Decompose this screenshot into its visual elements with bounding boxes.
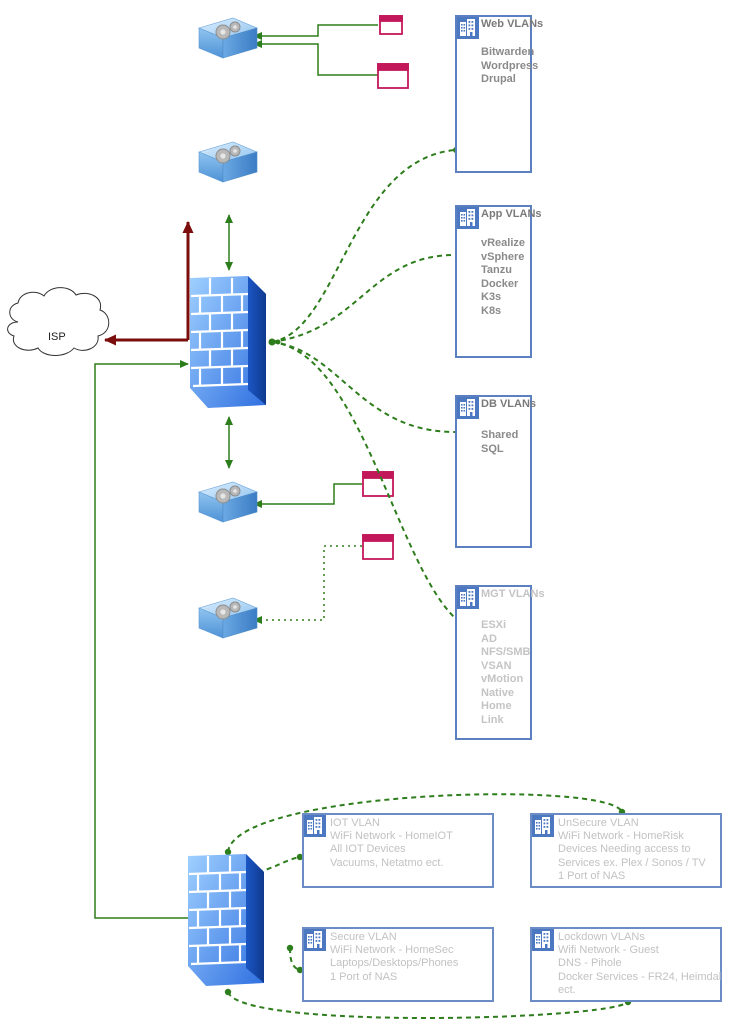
vlan-item: ESXi [481, 619, 507, 631]
vlan-line: 1 Port of NAS [330, 970, 398, 983]
web-vlans-title: Web VLANs [481, 18, 544, 30]
vlan-item: Docker [481, 277, 519, 290]
isp-uplink [104, 221, 194, 346]
isp-label: ISP [48, 331, 66, 343]
db-vlans-title: DB VLANs [481, 398, 537, 410]
vlan-line: WiFi Network - HomeSec [330, 944, 454, 957]
vlan-item: Tanzu [481, 264, 512, 276]
mgt-vlans-list: ESXi AD NFS/SMB VSAN vMotion Native Home… [481, 619, 531, 727]
building-icon [532, 815, 554, 837]
app-window-icon [362, 534, 394, 560]
vlan-item: Wordpress [481, 59, 539, 72]
inter-firewall-link [94, 360, 189, 919]
building-icon [532, 929, 554, 951]
db-vlans-box: DB VLANs Shared SQL [455, 395, 536, 548]
vlan-item: vMotion [481, 673, 524, 685]
vlan-item: vSphere [481, 250, 525, 263]
link-endpoints [268, 147, 459, 346]
building-icon [457, 587, 479, 609]
vlan-line: IOT VLAN [330, 817, 380, 829]
vlan-item: Native [481, 686, 515, 699]
app-window-icon [377, 63, 409, 89]
vlan-line: ect. [558, 983, 576, 996]
vlan-item: VSAN [481, 659, 512, 672]
web-vlans-box: Web VLANs Bitwarden Wordpress Drupal [455, 15, 543, 173]
app-vlans-list: vRealize vSphere Tanzu Docker K3s K8s [481, 237, 525, 318]
vlan-item: vRealize [481, 237, 526, 249]
core-firewall-icon [190, 276, 266, 408]
vlan-line: WiFi Network - HomeRisk [558, 830, 684, 843]
vlan-line: Docker Services - FR24, Heimdal [558, 970, 722, 983]
vlan-item: Shared SQL [481, 429, 519, 455]
vlan-line: Services ex. Plex / Sonos / TV [558, 856, 706, 869]
vlan-item: K8s [481, 304, 502, 317]
lower-firewall-icon [188, 854, 264, 986]
building-icon [457, 207, 479, 229]
mgt-vlans-title: MGT VLANs [481, 588, 545, 600]
vlan-item: Drupal [481, 73, 516, 85]
switch-icon [198, 481, 258, 523]
app-window-icon [379, 15, 403, 35]
vlan-item: Home Link [481, 700, 512, 726]
switch-icon [198, 141, 258, 183]
window-icons [362, 15, 409, 560]
vlan-trunk-links [271, 149, 456, 619]
app-links [253, 24, 378, 624]
vlan-line: UnSecure VLAN [558, 817, 639, 829]
vlan-item: AD [481, 632, 497, 645]
switch-icon [198, 597, 258, 639]
switch-icon [198, 17, 258, 59]
vlan-line: DNS - Pihole [558, 957, 622, 970]
vlan-line: Laptops/Desktops/Phones [330, 957, 459, 970]
app-window-icon [362, 471, 394, 497]
vlan-line: Lockdown VLANs [558, 931, 645, 943]
vlan-line: WiFi Network - HomeIOT [330, 830, 453, 843]
app-vlans-box: App VLANs vRealize vSphere Tanzu Docker … [455, 205, 542, 358]
building-icon [457, 17, 479, 39]
db-vlans-list: Shared SQL [481, 429, 530, 456]
vlan-line: All IOT Devices [330, 843, 406, 856]
vlan-line: Wifi Network - Guest [558, 944, 659, 957]
vlan-line: Devices Needing access to [558, 843, 691, 856]
web-vlans-list: Bitwarden Wordpress Drupal [481, 46, 538, 87]
vlan-item: NFS/SMB [481, 646, 531, 658]
vlan-item: K3s [481, 291, 502, 303]
building-icon [304, 815, 326, 837]
building-icon [457, 397, 479, 419]
vlan-line: Vacuums, Netatmo ect. [330, 856, 444, 869]
vlan-line: 1 Port of NAS [558, 869, 626, 882]
building-icon [304, 929, 326, 951]
isp-cloud [7, 287, 110, 356]
app-vlans-title: App VLANs [481, 208, 542, 220]
vlan-item: Bitwarden [481, 46, 535, 58]
vlan-line: Secure VLAN [330, 931, 397, 943]
mgt-vlans-box: MGT VLANs ESXi AD NFS/SMB VSAN vMotion N… [455, 585, 545, 740]
